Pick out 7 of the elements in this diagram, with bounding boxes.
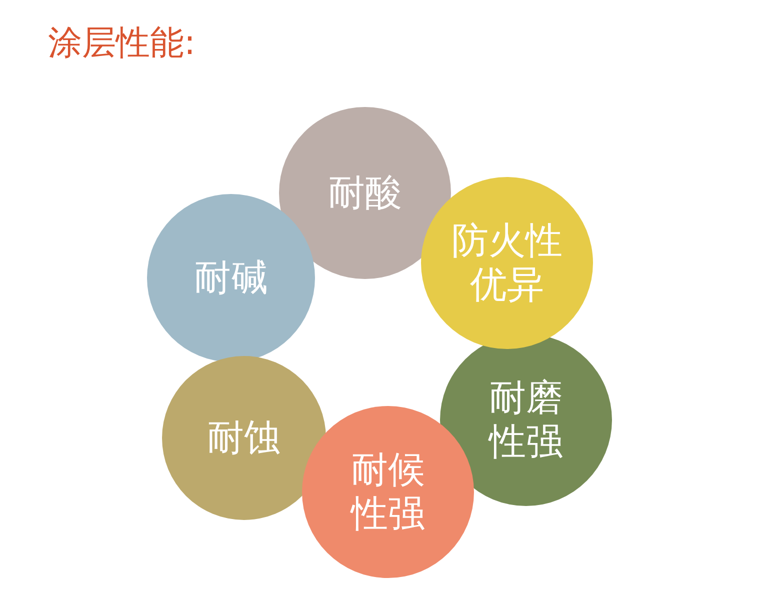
feature-label: 耐候性强 [351,448,425,536]
feature-label: 防火性优异 [452,218,562,308]
feature-label: 耐蚀 [207,416,281,460]
title: 涂层性能: [48,22,196,65]
feature-label: 耐碱 [194,256,268,300]
feature-label: 耐磨性强 [489,376,563,464]
feature-label: 耐酸 [328,170,402,216]
